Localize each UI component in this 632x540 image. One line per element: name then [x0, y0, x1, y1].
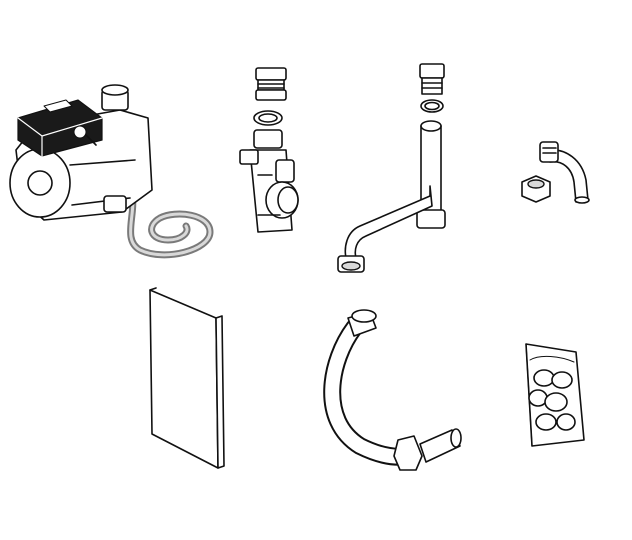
- circulation-pump: [9, 84, 214, 259]
- valve-fitting-set: [239, 67, 299, 233]
- seal-pack: [525, 343, 585, 447]
- small-elbow-set: [521, 141, 590, 204]
- corrugated-hose: [323, 309, 462, 471]
- instruction-manual: [149, 287, 225, 469]
- angled-pipe-set: [337, 63, 446, 273]
